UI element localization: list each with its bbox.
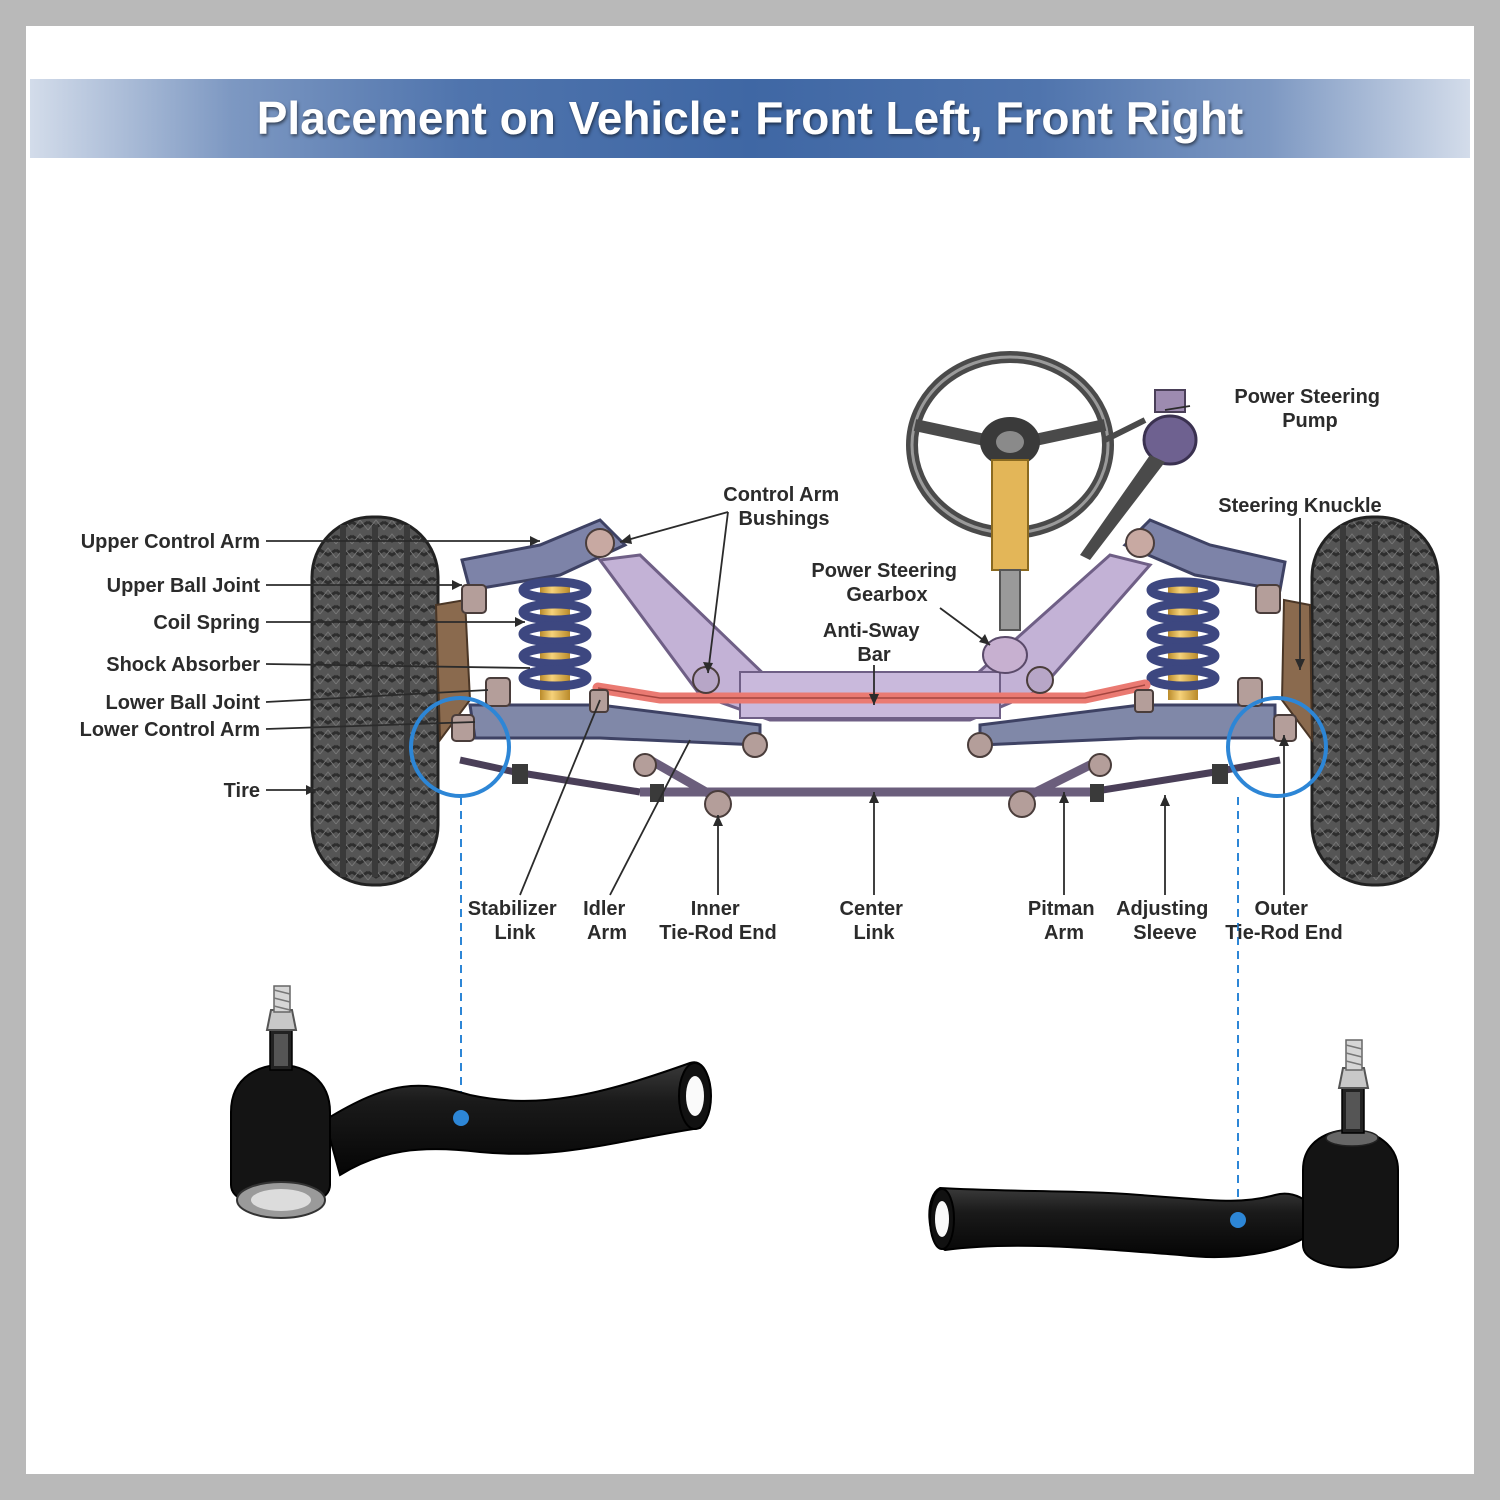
leader-lines bbox=[265, 405, 1301, 896]
label-stabilizer-link-line2: Link bbox=[494, 922, 536, 944]
label-idler-arm: Idler Arm bbox=[583, 898, 631, 944]
label-power-steering-pump-line1: Power Steering bbox=[1234, 386, 1380, 408]
label-center-link-line2: Link bbox=[853, 922, 895, 944]
label-center-link-line1: Center bbox=[840, 898, 904, 920]
steering-linkage bbox=[459, 755, 1281, 805]
label-control-arm-bushings-line2: Bushings bbox=[738, 508, 829, 530]
label-lower-ball-joint: Lower Ball Joint bbox=[106, 692, 261, 714]
label-adjusting-sleeve-line2: Sleeve bbox=[1133, 922, 1196, 944]
right-outer-tie-rod-highlight bbox=[1226, 696, 1328, 798]
left-coil-spring bbox=[518, 577, 592, 700]
label-power-steering-pump: Power Steering Pump bbox=[1234, 386, 1385, 432]
label-shock-absorber: Shock Absorber bbox=[106, 654, 260, 676]
label-anti-sway-bar-line1: Anti-Sway bbox=[823, 620, 921, 642]
leader-arrowheads bbox=[306, 534, 1305, 826]
left-tie-rod-end-part bbox=[230, 985, 712, 1219]
label-stabilizer-link-line1: Stabilizer bbox=[468, 898, 557, 920]
label-inner-tie-rod-end-line2: Tie-Rod End bbox=[659, 922, 776, 944]
label-stabilizer-link: Stabilizer Link bbox=[468, 898, 562, 944]
label-upper-control-arm: Upper Control Arm bbox=[81, 531, 260, 553]
label-outer-tie-rod-end: Outer Tie-Rod End bbox=[1225, 898, 1342, 944]
label-anti-sway-bar-line2: Bar bbox=[857, 644, 891, 666]
label-lower-control-arm: Lower Control Arm bbox=[80, 719, 260, 741]
label-adjusting-sleeve-line1: Adjusting bbox=[1116, 898, 1208, 920]
label-pitman-arm: Pitman Arm bbox=[1028, 898, 1100, 944]
label-center-link: Center Link bbox=[840, 898, 909, 944]
right-upper-control-arm bbox=[1122, 518, 1287, 592]
label-inner-tie-rod-end-line1: Inner bbox=[691, 898, 740, 920]
label-power-steering-gearbox: Power Steering Gearbox bbox=[811, 560, 962, 606]
banner-title: Placement on Vehicle: Front Left, Front … bbox=[256, 92, 1244, 144]
label-steering-knuckle: Steering Knuckle bbox=[1218, 495, 1381, 517]
label-tire: Tire bbox=[224, 780, 260, 802]
label-outer-tie-rod-end-line2: Tie-Rod End bbox=[1225, 922, 1342, 944]
right-tire bbox=[1310, 515, 1440, 887]
label-pitman-arm-line2: Arm bbox=[1044, 922, 1084, 944]
label-adjusting-sleeve: Adjusting Sleeve bbox=[1116, 898, 1214, 944]
label-outer-tie-rod-end-line1: Outer bbox=[1255, 898, 1309, 920]
left-lower-control-arm bbox=[468, 703, 762, 747]
power-steering-gearbox bbox=[982, 636, 1028, 674]
label-upper-ball-joint: Upper Ball Joint bbox=[107, 575, 261, 597]
power-steering-pump bbox=[1080, 389, 1198, 560]
label-idler-arm-line2: Arm bbox=[587, 922, 627, 944]
right-coil-spring bbox=[1146, 577, 1220, 700]
left-tire bbox=[310, 515, 440, 887]
label-anti-sway-bar: Anti-Sway Bar bbox=[823, 620, 925, 666]
label-pitman-arm-line1: Pitman bbox=[1028, 898, 1095, 920]
right-lower-control-arm bbox=[978, 703, 1277, 747]
label-coil-spring: Coil Spring bbox=[153, 612, 260, 634]
ball-joints bbox=[451, 528, 1297, 818]
banner: Placement on Vehicle: Front Left, Front … bbox=[30, 79, 1470, 158]
part-labels: Upper Control Arm Upper Ball Joint Coil … bbox=[80, 386, 1385, 944]
right-tie-rod-end-part bbox=[928, 1039, 1399, 1269]
label-control-arm-bushings: Control Arm Bushings bbox=[723, 484, 844, 530]
steering-column bbox=[991, 459, 1029, 631]
label-power-steering-pump-line2: Pump bbox=[1282, 410, 1338, 432]
label-idler-arm-line1: Idler bbox=[583, 898, 625, 920]
label-control-arm-bushings-line1: Control Arm bbox=[723, 484, 839, 506]
label-inner-tie-rod-end: Inner Tie-Rod End bbox=[659, 898, 776, 944]
label-power-steering-gearbox-line1: Power Steering bbox=[811, 560, 957, 582]
label-power-steering-gearbox-line2: Gearbox bbox=[846, 584, 927, 606]
left-outer-tie-rod-highlight bbox=[409, 696, 511, 798]
